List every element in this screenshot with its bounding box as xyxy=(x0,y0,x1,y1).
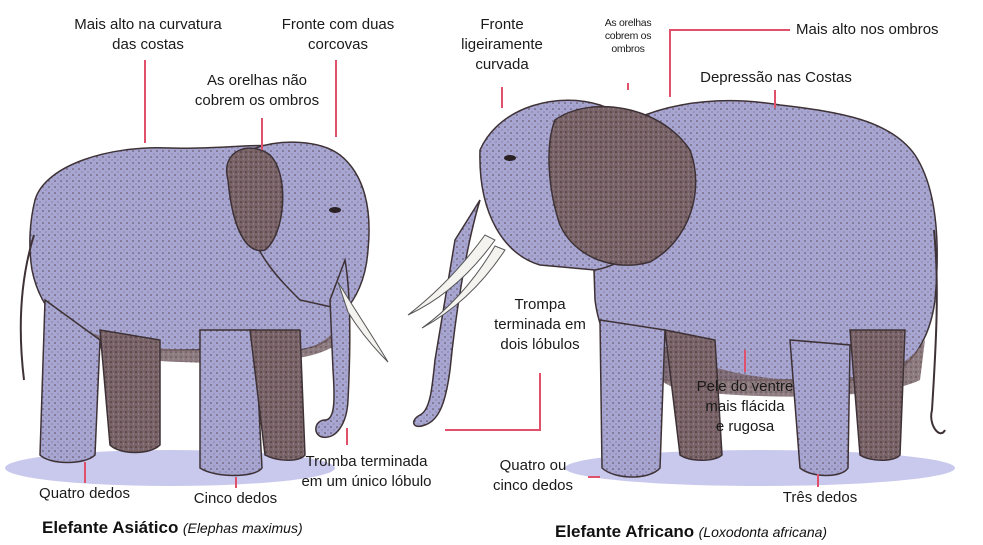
label-line: cobrem os xyxy=(578,30,678,43)
label-asian-front-toes: Cinco dedos xyxy=(168,489,303,509)
label-line: corcovas xyxy=(263,35,413,55)
asian-elephant-illustration xyxy=(21,142,388,475)
caption-african-name: Elefante Africano xyxy=(555,522,694,541)
label-african-trunk: Trompa terminada em dois lóbulos xyxy=(475,295,605,355)
label-african-forehead: Fronte ligeiramente curvada xyxy=(447,15,557,75)
label-asian-forehead: Fronte com duas corcovas xyxy=(263,15,413,55)
label-asian-trunk: Tromba terminada em um único lóbulo xyxy=(284,452,449,492)
label-asian-ears: As orelhas não cobrem os ombros xyxy=(172,71,342,111)
african-elephant-illustration xyxy=(408,100,945,477)
label-line: Fronte com duas xyxy=(263,15,413,35)
label-african-back: Depressão nas Costas xyxy=(676,68,876,88)
label-line: terminada em xyxy=(475,315,605,335)
label-line: Mais alto na curvatura xyxy=(53,15,243,35)
label-line: curvada xyxy=(447,55,557,75)
label-line: As orelhas não xyxy=(172,71,342,91)
label-line: Quatro ou xyxy=(478,456,588,476)
label-line: Pele do ventre xyxy=(680,377,810,397)
label-line: das costas xyxy=(53,35,243,55)
caption-african: Elefante Africano (Loxodonta africana) xyxy=(555,522,827,542)
label-african-front-toes: Quatro ou cinco dedos xyxy=(478,456,588,496)
label-line: em um único lóbulo xyxy=(284,472,449,492)
label-asian-curvature: Mais alto na curvatura das costas xyxy=(53,15,243,55)
label-line: cobrem os ombros xyxy=(172,91,342,111)
label-asian-back-toes: Quatro dedos xyxy=(22,484,147,504)
label-line: dois lóbulos xyxy=(475,335,605,355)
label-line: Tromba terminada xyxy=(284,452,449,472)
label-line: cinco dedos xyxy=(478,476,588,496)
label-line: mais flácida xyxy=(680,397,810,417)
label-line: As orelhas xyxy=(578,17,678,30)
label-line: ombros xyxy=(578,43,678,56)
label-line: Trompa xyxy=(475,295,605,315)
caption-asian: Elefante Asiático (Elephas maximus) xyxy=(42,518,303,538)
label-african-belly: Pele do ventre mais flácida e rugosa xyxy=(680,377,810,437)
label-line: ligeiramente xyxy=(447,35,557,55)
caption-african-scientific: (Loxodonta africana) xyxy=(699,524,827,540)
label-line: e rugosa xyxy=(680,417,810,437)
caption-asian-scientific: (Elephas maximus) xyxy=(183,520,303,536)
caption-asian-name: Elefante Asiático xyxy=(42,518,178,537)
label-african-ears: As orelhas cobrem os ombros xyxy=(578,17,678,56)
leader-african-trunk xyxy=(445,373,540,430)
label-african-back-toes: Três dedos xyxy=(760,488,880,508)
label-line: Fronte xyxy=(447,15,557,35)
label-african-shoulders: Mais alto nos ombros xyxy=(796,20,981,40)
